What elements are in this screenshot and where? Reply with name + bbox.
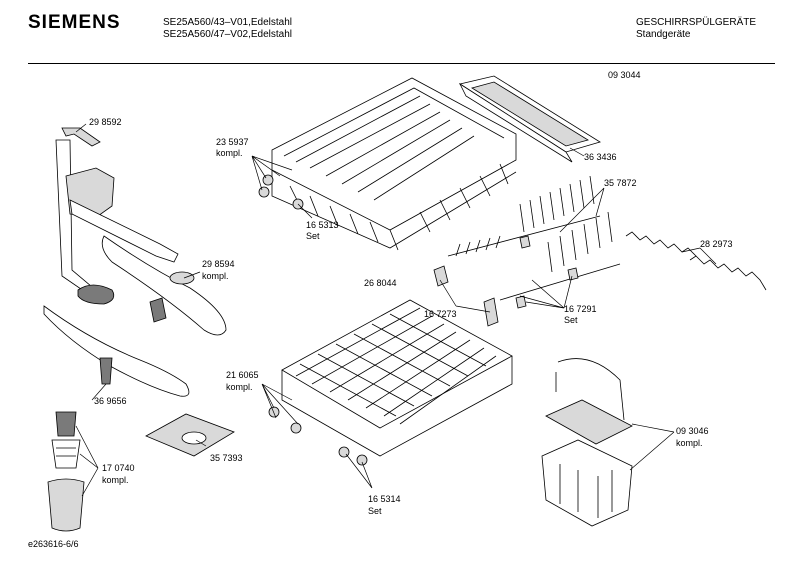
header-rule <box>28 63 775 64</box>
part-label-363436: 36 3436 <box>584 152 617 162</box>
category-title: GESCHIRRSPÜLGERÄTE <box>636 17 757 28</box>
part-label-093046-sub: kompl. <box>676 438 703 448</box>
part-label-216065: 21 6065 <box>226 370 259 380</box>
part-label-165314-sub: Set <box>368 506 382 516</box>
cutlery-basket <box>541 358 633 527</box>
brand-logo: SIEMENS <box>28 12 121 33</box>
part-label-165313: 16 5313 <box>306 220 339 230</box>
model-line-2: SE25A560/47–V02,Edelstahl <box>163 29 292 40</box>
part-label-170740-sub: kompl. <box>102 475 129 485</box>
part-label-298594-sub: kompl. <box>202 271 229 281</box>
document-id: e263616-6/6 <box>28 539 79 549</box>
part-label-235937-sub: kompl. <box>216 148 243 158</box>
upper-basket <box>258 77 517 251</box>
clip-strip <box>625 231 767 291</box>
part-label-167291-sub: Set <box>564 315 578 325</box>
part-label-093044: 09 3044 <box>608 70 641 80</box>
part-label-298592: 29 8592 <box>89 117 122 127</box>
part-label-167291: 16 7291 <box>564 304 597 314</box>
cutlery-tray <box>458 75 601 163</box>
part-label-268044: 26 8044 <box>364 278 397 288</box>
part-label-093046: 09 3046 <box>676 426 709 436</box>
tine-racks <box>433 175 621 327</box>
part-label-170740: 17 0740 <box>102 463 135 473</box>
part-label-298594: 29 8594 <box>202 259 235 269</box>
filter-parts <box>47 411 85 532</box>
subcategory-title: Standgeräte <box>636 29 691 40</box>
part-label-357872: 35 7872 <box>604 178 637 188</box>
lower-basket <box>268 299 513 466</box>
part-label-357393: 35 7393 <box>210 453 243 463</box>
filter-plate <box>145 413 235 457</box>
part-label-165314: 16 5314 <box>368 494 401 504</box>
model-line-1: SE25A560/43–V01,Edelstahl <box>163 17 292 28</box>
part-label-216065-sub: kompl. <box>226 382 253 392</box>
part-label-369656: 36 9656 <box>94 396 127 406</box>
part-label-282973: 28 2973 <box>700 239 733 249</box>
spray-arm-assembly <box>43 127 227 397</box>
part-label-165313-sub: Set <box>306 231 320 241</box>
part-label-235937: 23 5937 <box>216 137 249 147</box>
leader-lines <box>75 123 717 497</box>
part-label-167273: 16 7273 <box>424 309 457 319</box>
